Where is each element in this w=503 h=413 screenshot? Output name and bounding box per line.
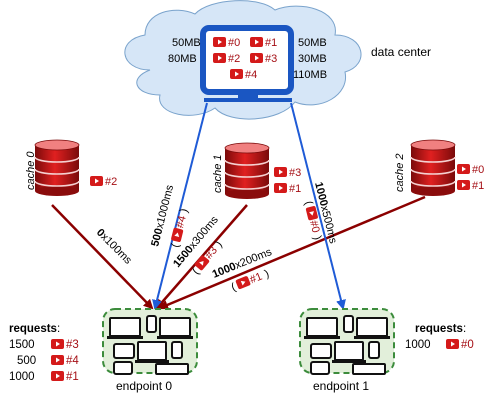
cache-1-video-1: #1 [289, 183, 301, 195]
cache-1-cylinder [224, 142, 270, 200]
video-icon [250, 53, 263, 63]
video-icon [457, 180, 470, 190]
requests-endpoint-1-title: requests: [415, 323, 466, 335]
label-cache0-endpoint0-latency: x100ms [98, 231, 134, 267]
video-icon [250, 37, 263, 47]
datacenter-videos: #0 #1 #2 #3 #4 [213, 37, 277, 81]
dc-video-3: #3 [265, 53, 277, 65]
label-datacenter-endpoint1-video: ( #0 ) [302, 200, 323, 241]
endpoint-0-label: endpoint 0 [116, 379, 172, 393]
request-count: 500 [17, 355, 36, 367]
dc-size-left-0: 50MB [172, 37, 201, 49]
requests-endpoint-1: requests: 1000 #0 [405, 323, 474, 351]
dc-video-2: #2 [228, 53, 240, 65]
dc-size-right-0: 50MB [298, 37, 327, 49]
label-datacenter-endpoint0-video: ( #4 ) [169, 207, 190, 248]
request-count: 1500 [9, 339, 35, 351]
cache-0-label: cache 0 [25, 151, 37, 190]
video-icon [51, 371, 64, 381]
video-icon [51, 339, 64, 349]
cache-1: cache 1 #3 #1 [212, 142, 301, 200]
endpoint-1: endpoint 1 [299, 308, 395, 393]
endpoint-0: endpoint 0 [102, 308, 198, 393]
svg-text:): ) [263, 268, 271, 281]
link-datacenter-endpoint0 [152, 102, 208, 310]
video-icon [51, 355, 64, 365]
link-cache2-endpoint0 [158, 195, 426, 310]
video-icon [213, 53, 226, 63]
dc-size-right-1: 30MB [298, 53, 327, 65]
cache-0-video-0: #2 [105, 176, 117, 188]
cache-0: cache 0 #2 [25, 139, 117, 197]
label-datacenter-endpoint0-count: 500 [149, 227, 165, 248]
video-icon [305, 205, 319, 221]
label-cache1-endpoint0-latency: x300ms [187, 214, 221, 252]
request-count: 1000 [9, 371, 35, 383]
cache-2-video-1: #1 [472, 180, 484, 192]
video-icon [230, 69, 243, 79]
requests-endpoint-0-title: requests: [9, 323, 60, 335]
request-video: #1 [66, 371, 79, 383]
dc-size-left-1: 80MB [168, 53, 197, 65]
request-video: #4 [66, 355, 79, 367]
label-datacenter-endpoint0-latency: x1000ms [154, 183, 177, 230]
svg-text:): ) [213, 239, 225, 250]
datacenter-size-labels: 50MB 80MB 50MB 30MB 110MB [168, 37, 327, 81]
requests-endpoint-0: requests: 1500 #3 500 #4 1000 #1 [9, 323, 79, 383]
endpoint-1-label: endpoint 1 [313, 379, 369, 393]
dc-size-right-2: 110MB [293, 69, 327, 81]
link-cache0-endpoint0 [51, 204, 154, 310]
request-video: #0 [461, 339, 474, 351]
data-center-label: data center [371, 45, 431, 59]
svg-text:(: ( [169, 242, 182, 249]
label-datacenter-endpoint1-count: 1000 [312, 181, 330, 208]
video-icon [457, 164, 470, 174]
dc-video-4: #4 [245, 69, 257, 81]
video-icon [170, 227, 184, 243]
cache-2-label: cache 2 [394, 153, 406, 192]
label-datacenter-endpoint0-video-id: #4 [174, 215, 189, 230]
label-cache2-endpoint0-video-id: #1 [248, 271, 264, 287]
label-cache2-endpoint0-video: ( #1 ) [230, 268, 271, 294]
cache-1-video-0: #3 [289, 167, 301, 179]
svg-text:(: ( [190, 266, 202, 277]
cache-1-label: cache 1 [212, 154, 224, 193]
links [51, 102, 426, 310]
svg-text:): ) [311, 235, 324, 241]
cache-0-cylinder [34, 139, 80, 197]
label-datacenter-endpoint1-video-id: #0 [307, 219, 322, 234]
svg-text:): ) [178, 207, 191, 213]
link-datacenter-endpoint1 [290, 102, 346, 310]
dc-video-0: #0 [228, 37, 240, 49]
label-cache0-endpoint0: 0x100ms [94, 227, 134, 267]
video-icon [274, 183, 287, 193]
cache-2-cylinder [410, 139, 456, 197]
cache-2: cache 2 #0 #1 [394, 139, 484, 197]
video-icon [446, 339, 459, 349]
cache-2-video-0: #0 [472, 164, 484, 176]
svg-text:(: ( [302, 200, 315, 207]
svg-text:(: ( [230, 281, 238, 294]
dc-video-1: #1 [265, 37, 277, 49]
video-icon [274, 167, 287, 177]
video-icon [213, 37, 226, 47]
request-count: 1000 [405, 339, 431, 351]
request-video: #3 [66, 339, 79, 351]
video-icon [90, 176, 103, 186]
